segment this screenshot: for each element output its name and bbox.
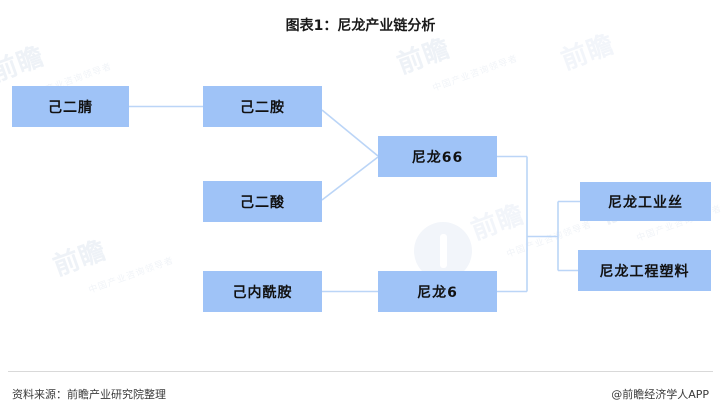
page-title: 图表1：尼龙产业链分析 (285, 18, 436, 34)
edge-hexanediamine-nylon66 (321, 109, 379, 157)
node-hexanediamine[interactable]: 己二胺 (203, 86, 322, 127)
node-label: 尼龙工程塑料 (599, 263, 690, 280)
edge-adipicacid-nylon66 (321, 156, 379, 201)
node-label: 尼龙66 (411, 149, 464, 166)
source-note: 资料来源：前瞻产业研究院整理 (12, 388, 166, 401)
node-caprolactam[interactable]: 己内酰胺 (203, 271, 322, 312)
footer-divider (8, 371, 713, 372)
attribution-note: @前瞻经济学人APP (611, 388, 709, 401)
node-nylon-66[interactable]: 尼龙66 (378, 136, 497, 177)
node-label: 己内酰胺 (232, 284, 293, 301)
node-label: 己二酸 (240, 194, 285, 211)
node-hexanedinitrile[interactable]: 己二腈 (12, 86, 129, 127)
node-adipic-acid[interactable]: 己二酸 (203, 181, 322, 222)
node-label: 尼龙工业丝 (608, 194, 683, 211)
node-label: 尼龙6 (417, 284, 458, 301)
node-industrial-yarn[interactable]: 尼龙工业丝 (580, 182, 711, 221)
node-nylon-6[interactable]: 尼龙6 (378, 271, 497, 312)
node-engineering-plastic[interactable]: 尼龙工程塑料 (578, 250, 711, 291)
node-label: 己二胺 (240, 99, 285, 116)
node-label: 己二腈 (48, 99, 93, 116)
